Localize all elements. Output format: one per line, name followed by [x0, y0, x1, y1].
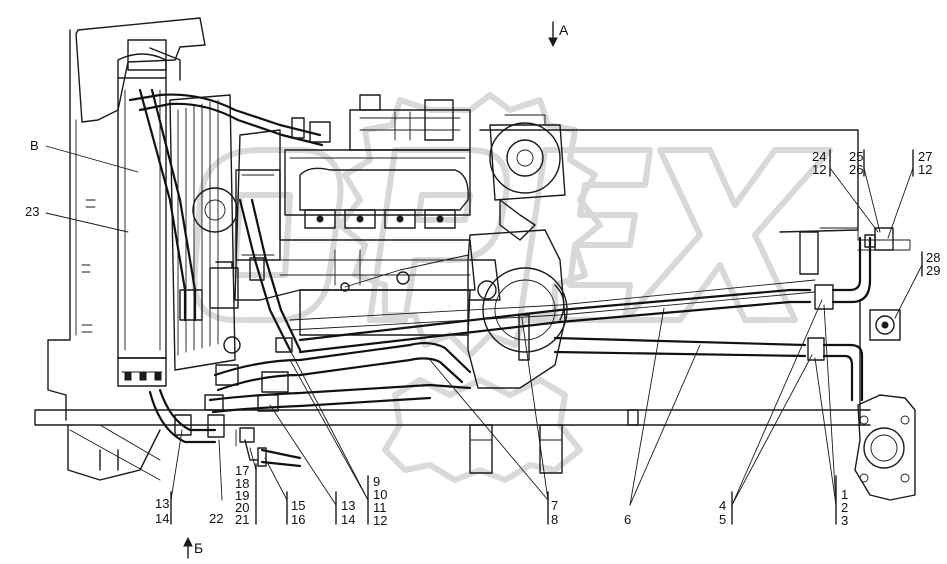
watermark-gear [337, 92, 603, 483]
lower-return-pipe [213, 341, 472, 377]
chassis-frame [34, 17, 916, 501]
callout-29: 29 [926, 263, 941, 278]
engine-block [209, 94, 639, 474]
long-pipe-upper [298, 288, 812, 342]
callout-12c: 12 [918, 162, 933, 177]
callout-19: 19 [235, 488, 250, 503]
upper-hose [128, 93, 322, 137]
callout-10: 10 [373, 487, 388, 502]
callout-4: 4 [719, 498, 727, 513]
callout-20: 20 [235, 500, 250, 515]
callout-7: 7 [551, 498, 559, 513]
callout-1: 1 [841, 487, 849, 502]
watermark-logo [191, 92, 833, 483]
callout-25: 25 [849, 149, 864, 164]
long-pipe-lower [553, 336, 807, 347]
radiator [117, 39, 181, 387]
callout-28: 28 [926, 250, 941, 265]
view-arrow-bottom [183, 536, 193, 559]
leader-lines [45, 145, 923, 525]
callout-11: 11 [373, 500, 387, 515]
callout-B: В [30, 138, 39, 153]
callout-13a: 13 [155, 496, 170, 511]
callout-26: 26 [849, 162, 864, 177]
callout-12b: 12 [812, 162, 827, 177]
callout-9: 9 [373, 474, 381, 489]
callout-13b: 13 [341, 498, 356, 513]
callout-14a: 14 [155, 511, 170, 526]
lower-frame-rail [34, 409, 871, 426]
callout-16: 16 [291, 512, 306, 527]
callout-6: 6 [624, 512, 632, 527]
callout-8: 8 [551, 512, 559, 527]
callout-14b: 14 [341, 512, 356, 527]
callout-12a: 12 [373, 513, 388, 528]
fan-assembly [169, 94, 238, 371]
callout-5: 5 [719, 512, 727, 527]
coolant-pipes [128, 88, 901, 468]
callout-24: 24 [812, 149, 827, 164]
callout-17: 17 [235, 463, 250, 478]
callout-21: 21 [235, 512, 250, 527]
turbocharger [489, 114, 566, 241]
view-marker-b: Б [194, 540, 204, 556]
callout-23: 23 [25, 204, 40, 219]
callout-27: 27 [918, 149, 933, 164]
callout-3: 3 [841, 513, 849, 528]
view-marker-a: A [559, 22, 569, 38]
watermark-letters [191, 147, 833, 323]
callout-22: 22 [209, 511, 224, 526]
view-arrow-top [548, 21, 558, 48]
callout-15: 15 [291, 498, 306, 513]
rear-flange [854, 394, 916, 501]
callout-2: 2 [841, 500, 849, 515]
upper-frame-rail [479, 129, 859, 233]
callout-18: 18 [235, 476, 250, 491]
